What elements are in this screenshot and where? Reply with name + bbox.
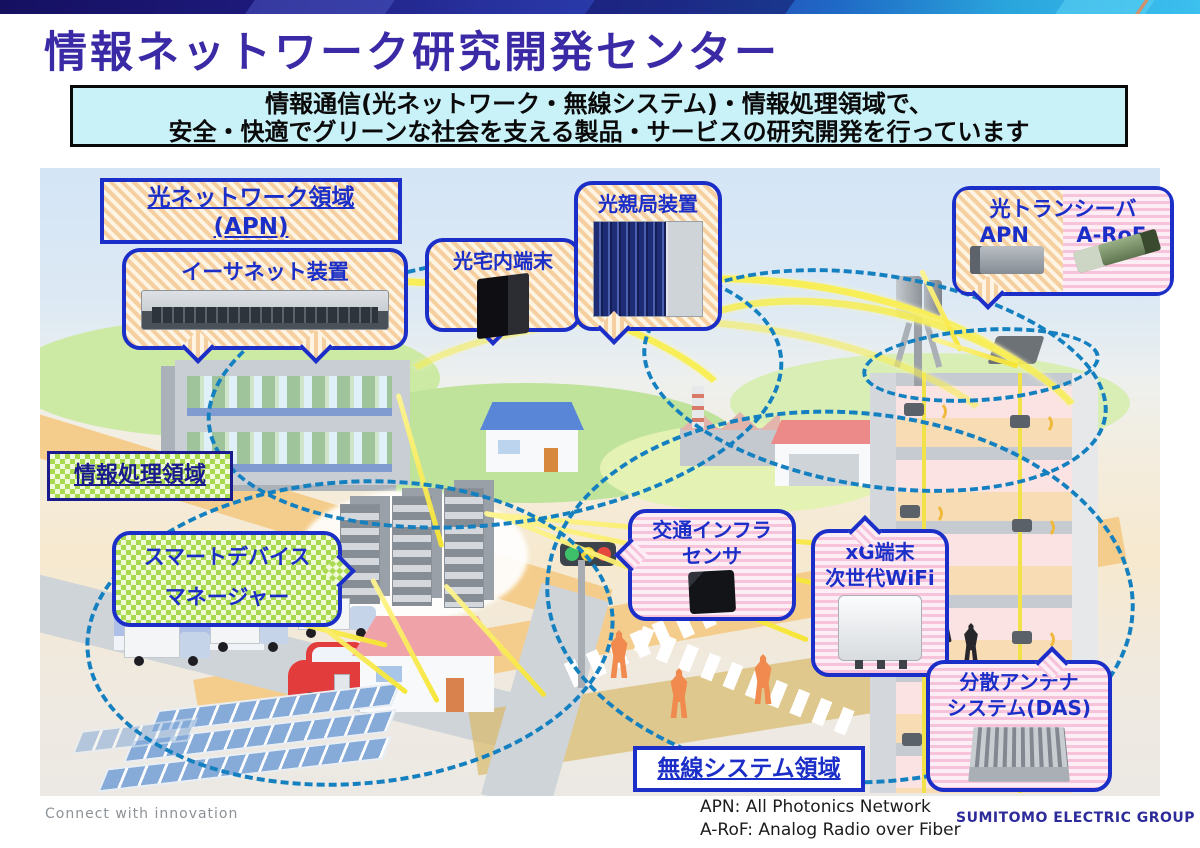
truck-wheel: [268, 642, 278, 652]
pattern-left: [956, 190, 1063, 292]
traffic-sensor-image: [687, 569, 737, 615]
person-silhouette: [964, 623, 978, 663]
wifi-antenna-icon: [1012, 517, 1055, 538]
callout-transceiver-title: 光トランシーバ: [989, 197, 1137, 221]
callout-smart-device-manager: スマートデバイス マネージャー: [112, 531, 356, 627]
factory-chimney: [692, 386, 704, 428]
onu-device-image: [477, 272, 529, 340]
truck-wheel: [218, 642, 228, 652]
callout-ethernet: イーサネット装置: [122, 248, 408, 364]
region-label-info-processing: 情報処理領域: [47, 451, 233, 501]
server-rack-row: [187, 376, 392, 416]
transceiver-apn-image: [970, 246, 1044, 274]
wifi-antenna-icon: [900, 503, 943, 524]
truck: [124, 616, 216, 672]
subtitle-line2: 安全・快適でグリーンな社会を支える製品・サービスの研究開発を行っています: [168, 118, 1030, 146]
region-info-processing-label: 情報処理領域: [73, 463, 206, 488]
factory-wall: [680, 428, 780, 466]
antenna-head: [896, 276, 922, 318]
callout-das-line1: 分散アンテナ: [959, 670, 1079, 694]
top-accent-bar: [0, 0, 1200, 14]
wifi-antenna-icon: [1012, 629, 1055, 650]
tagline: Connect with innovation: [45, 806, 239, 822]
wifi-ap-image: [838, 595, 922, 669]
glossary: APN: All Photonics Network A-RoF: Analog…: [700, 796, 961, 842]
truck-wheel: [306, 628, 316, 638]
brand-logo: SUMITOMO ELECTRIC GROUP: [956, 810, 1196, 826]
callout-traffic-line2: センサ: [682, 544, 742, 568]
factory-building: [680, 386, 780, 466]
house-window: [498, 440, 520, 454]
wifi-antenna-icon: [904, 401, 947, 422]
region-wireless-label: 無線システム領域: [657, 756, 841, 782]
pedestrian: [610, 630, 628, 678]
region-label-wireless: 無線システム領域: [633, 746, 865, 792]
callout-xg-terminal: xG端末 次世代WiFi: [811, 515, 949, 677]
region-label-optical: 光ネットワーク領域 (APN): [100, 178, 402, 244]
truck-wheel: [188, 656, 198, 666]
region-optical-line1: 光ネットワーク領域: [147, 185, 355, 211]
callout-onu-label: 光宅内端末: [453, 249, 553, 273]
callout-traffic-line1: 交通インフラ: [652, 518, 772, 542]
page-title: 情報ネットワーク研究開発センター: [44, 28, 780, 78]
callout-olt-label: 光親局装置: [598, 192, 698, 216]
callout-transceiver-apn: APN: [979, 223, 1029, 247]
das-antenna-image: [968, 727, 1070, 782]
truck-wheel: [134, 656, 144, 666]
subtitle-box: 情報通信(光ネットワーク・無線システム)・情報処理領域で、 安全・快適でグリーン…: [70, 85, 1128, 147]
callout-traffic-sensor: 交通インフラ センサ: [614, 509, 796, 621]
building-datacenter: [175, 360, 410, 485]
truck-cab: [180, 632, 210, 658]
pedestrian: [670, 668, 688, 718]
callout-sdm-line2: マネージャー: [164, 585, 290, 609]
glossary-arof: A-RoF: Analog Radio over Fiber: [700, 820, 961, 840]
callout-transceiver: 光トランシーバ APN A-RoF: [952, 186, 1174, 310]
accent-facet: [580, 0, 800, 14]
traffic-light-green: [565, 547, 579, 561]
callout-xg-line1: xG端末: [845, 540, 915, 564]
olt-device-image: [593, 221, 703, 317]
callout-olt: 光親局装置: [574, 181, 722, 345]
glossary-apn: APN: All Photonics Network: [700, 797, 931, 817]
accent-facet: [240, 0, 400, 14]
car-window: [312, 647, 360, 662]
fiber-cable: [1018, 373, 1022, 793]
house-door: [544, 448, 558, 472]
callout-onu: 光宅内端末: [425, 238, 581, 346]
callout-ethernet-label: イーサネット装置: [181, 260, 349, 284]
callout-xg-line2: 次世代WiFi: [825, 566, 935, 590]
truck-wheel: [356, 628, 366, 638]
house-blue-roof: [480, 396, 584, 472]
callout-das-line2: システム(DAS): [946, 696, 1092, 720]
server-tower: [392, 496, 432, 606]
callout-das: 分散アンテナ システム(DAS): [926, 646, 1112, 792]
callout-sdm-line1: スマートデバイス: [143, 545, 311, 569]
warehouse-door: [789, 454, 859, 486]
truck-cargo: [124, 622, 180, 658]
pedestrian: [754, 654, 772, 704]
house-roof: [480, 402, 584, 430]
wifi-antenna-icon: [1010, 413, 1053, 434]
house-door: [446, 678, 464, 712]
traffic-light-pole: [578, 560, 585, 688]
server-tower: [444, 488, 484, 608]
region-optical-line2: (APN): [213, 214, 289, 240]
subtitle-line1: 情報通信(光ネットワーク・無線システム)・情報処理領域で、: [265, 90, 933, 118]
ethernet-switch-image: [141, 290, 389, 330]
antenna-mast: [914, 316, 922, 386]
